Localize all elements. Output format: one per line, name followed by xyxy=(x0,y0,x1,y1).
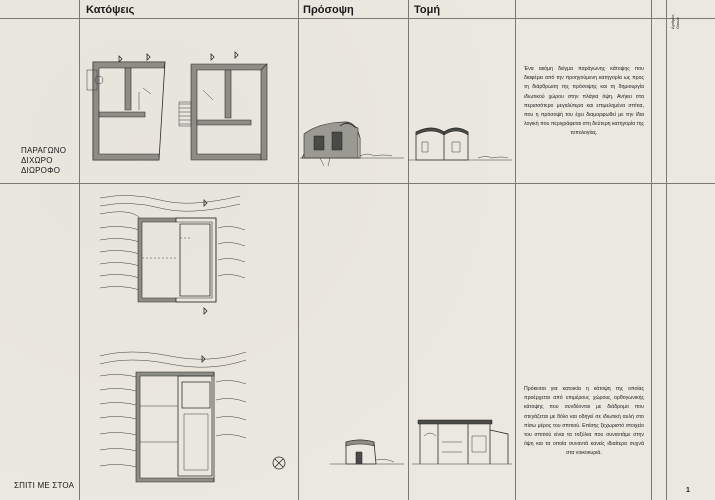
plan-drawing-ground-floor xyxy=(86,53,166,161)
row-label-1: ΠΑΡΑΓΩΝΟ ΔΙΧΩΡΟ ΔΙΩΡΟΦΟ xyxy=(21,146,66,176)
facade-drawing-row-1 xyxy=(300,121,404,167)
north-symbol-icon xyxy=(272,456,286,470)
north-arrow-mark xyxy=(118,55,123,63)
entrance-mark xyxy=(146,53,151,61)
row-label-line: ΔΙΩΡΟΦΟ xyxy=(21,166,61,175)
header-plans: Κατόψεις xyxy=(86,4,135,16)
column-divider xyxy=(408,0,409,500)
plan-drawing-upper-floor xyxy=(178,51,268,161)
row-2-description: Πρόκειται για κατοικία η κάτοψη της οποί… xyxy=(524,386,644,457)
header-divider xyxy=(0,18,715,19)
corner-note: Αριθμός Οικιών xyxy=(670,14,680,29)
column-divider xyxy=(298,0,299,500)
row-label-line: ΔΙΧΩΡΟ xyxy=(21,156,53,165)
section-drawing-row-1 xyxy=(408,127,512,161)
row-label-line: ΠΑΡΑΓΩΝΟ xyxy=(21,146,67,155)
facade-drawing-row-2 xyxy=(330,439,404,465)
plan-drawing-row-2-upper xyxy=(99,351,247,483)
column-divider xyxy=(79,0,80,500)
section-drawing-row-2 xyxy=(412,419,512,465)
row-1-description: Ένα ακόμη δείγμα παράγωνης κάτοψης που δ… xyxy=(524,66,644,137)
row-label-2: ΣΠΙΤΙ ΜΕ ΣΤΟΑ xyxy=(14,481,74,491)
header-facade: Πρόσοψη xyxy=(303,4,354,16)
header-section: Τομή xyxy=(414,4,441,16)
column-divider xyxy=(666,0,667,500)
page-number: 1 xyxy=(686,487,690,494)
column-divider xyxy=(515,0,516,500)
plan-drawing-row-2-ground xyxy=(99,195,246,315)
row-label-line: ΣΠΙΤΙ ΜΕ ΣΤΟΑ xyxy=(14,481,75,490)
column-divider xyxy=(651,0,652,500)
row-divider xyxy=(0,183,715,184)
